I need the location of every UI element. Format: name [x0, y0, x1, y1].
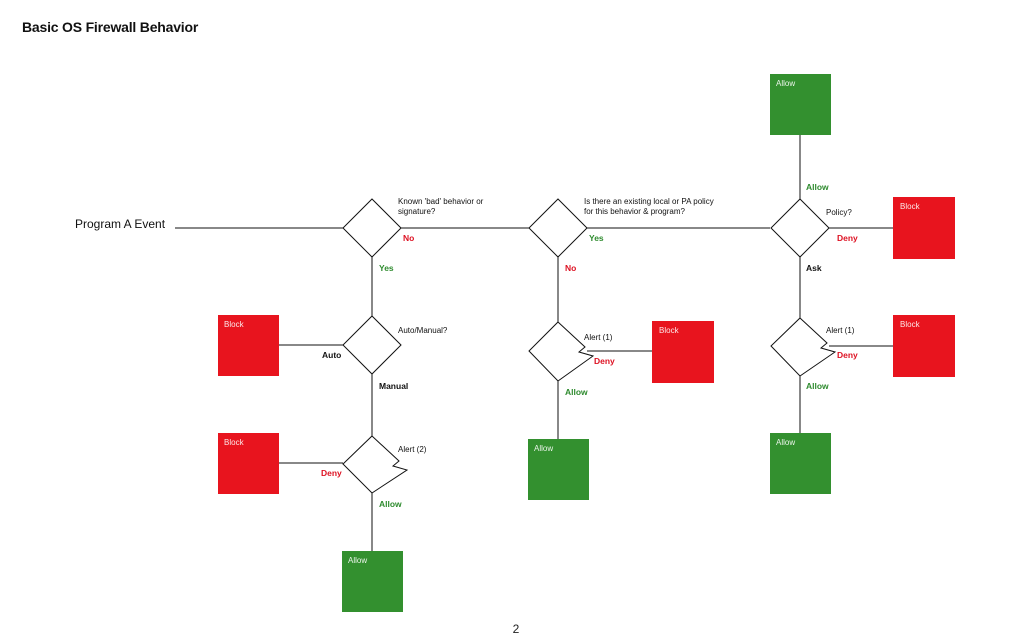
alert-2-label: Alert (2) — [398, 445, 427, 454]
edge-label-no-2: No — [565, 263, 576, 273]
decision-policy-diamond — [770, 198, 830, 258]
alert-1-mid-label: Alert (1) — [584, 333, 613, 342]
block-box-alert1-mid-label: Block — [659, 326, 680, 335]
block-box-alert2 — [218, 433, 279, 494]
decision-known-bad-diamond — [342, 198, 402, 258]
edge-label-allow-alert1-right: Allow — [806, 381, 829, 391]
allow-box-top — [770, 74, 831, 135]
block-box-auto — [218, 315, 279, 376]
alert-1-mid-bubble — [528, 321, 595, 382]
decision-known-bad-label: Known 'bad' behavior or signature? — [398, 197, 486, 216]
edge-label-allow-alert1-mid: Allow — [565, 387, 588, 397]
allow-box-alert2 — [342, 551, 403, 612]
edge-label-allow-alert2: Allow — [379, 499, 402, 509]
block-box-alert1-right — [893, 315, 955, 377]
edge-label-deny-policy: Deny — [837, 233, 858, 243]
block-box-alert2-label: Block — [224, 438, 245, 447]
edge-label-auto: Auto — [322, 350, 341, 360]
allow-box-alert1-mid-label: Allow — [534, 444, 553, 453]
alert-1-right-label: Alert (1) — [826, 326, 855, 335]
edge-label-deny-alert1-right: Deny — [837, 350, 858, 360]
block-box-alert1-mid — [652, 321, 714, 383]
event-label: Program A Event — [75, 217, 166, 231]
decision-auto-manual-diamond — [342, 315, 402, 375]
edge-label-deny-alert2: Deny — [321, 468, 342, 478]
edge-label-deny-alert1-mid: Deny — [594, 356, 615, 366]
block-box-policy-label: Block — [900, 202, 921, 211]
page-number: 2 — [512, 622, 520, 636]
decision-policy-label: Policy? — [826, 208, 852, 217]
decision-auto-manual-label: Auto/Manual? — [398, 326, 448, 335]
allow-box-alert2-label: Allow — [348, 556, 367, 565]
edge-label-yes-1: Yes — [379, 263, 394, 273]
allow-box-top-label: Allow — [776, 79, 795, 88]
page-title: Basic OS Firewall Behavior — [22, 19, 199, 35]
block-box-policy — [893, 197, 955, 259]
alert-2-bubble — [342, 435, 409, 494]
block-box-auto-label: Block — [224, 320, 245, 329]
decision-existing-policy-diamond — [528, 198, 588, 258]
edge-label-allow-policy: Allow — [806, 182, 829, 192]
allow-box-alert1-right-label: Allow — [776, 438, 795, 447]
allow-box-alert1-mid — [528, 439, 589, 500]
edge-label-ask: Ask — [806, 263, 822, 273]
edge-label-manual: Manual — [379, 381, 408, 391]
decision-existing-policy-label: Is there an existing local or PA policy … — [584, 197, 716, 216]
edge-label-yes-2: Yes — [589, 233, 604, 243]
allow-box-alert1-right — [770, 433, 831, 494]
edge-label-no-1: No — [403, 233, 414, 243]
alert-1-right-bubble — [770, 317, 837, 377]
block-box-alert1-right-label: Block — [900, 320, 921, 329]
